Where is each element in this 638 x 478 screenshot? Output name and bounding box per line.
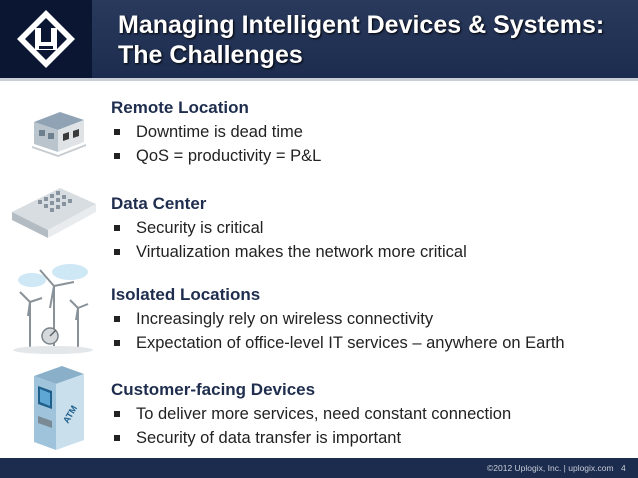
footer-copyright: ©2012 Uplogix, Inc. | uplogix.com bbox=[487, 463, 614, 473]
bullet-item: Security is critical bbox=[111, 216, 631, 240]
bullet-item: QoS = productivity = P&L bbox=[111, 144, 631, 168]
building-icon bbox=[32, 112, 86, 157]
atm-icon: ATM bbox=[34, 366, 84, 450]
slide-footer bbox=[0, 458, 638, 478]
section-title: Data Center bbox=[111, 194, 207, 213]
section-remote-location: Remote Location Downtime is dead time Qo… bbox=[111, 96, 631, 168]
uplogix-logo-icon bbox=[17, 10, 75, 68]
header-divider bbox=[0, 78, 638, 81]
section-isolated-locations: Isolated Locations Increasingly rely on … bbox=[111, 283, 631, 355]
page-number: 4 bbox=[621, 463, 626, 473]
bullet-item: Downtime is dead time bbox=[111, 120, 631, 144]
bullet-item: Expectation of office-level IT services … bbox=[111, 331, 631, 355]
bullet-item: To deliver more services, need constant … bbox=[111, 402, 631, 426]
section-title: Customer-facing Devices bbox=[111, 380, 316, 399]
bullet-item: Security of data transfer is important bbox=[111, 426, 631, 450]
section-data-center: Data Center Security is critical Virtual… bbox=[111, 192, 631, 264]
slide-title: Managing Intelligent Devices & Systems: … bbox=[118, 10, 633, 70]
section-title: Isolated Locations bbox=[111, 285, 261, 304]
bullet-item: Virtualization makes the network more cr… bbox=[111, 240, 631, 264]
section-title: Remote Location bbox=[111, 98, 249, 117]
slide-header: Managing Intelligent Devices & Systems: … bbox=[0, 0, 638, 78]
uplogix-logo bbox=[0, 0, 92, 78]
wind-turbine-icon bbox=[13, 264, 93, 354]
datacenter-icon bbox=[12, 188, 96, 238]
slide-title-line-1: Managing Intelligent Devices & Systems: bbox=[118, 11, 605, 39]
bullet-item: Increasingly rely on wireless connectivi… bbox=[111, 307, 631, 331]
section-customer-facing-devices: Customer-facing Devices To deliver more … bbox=[111, 378, 631, 450]
slide-title-line-2: The Challenges bbox=[118, 41, 303, 69]
